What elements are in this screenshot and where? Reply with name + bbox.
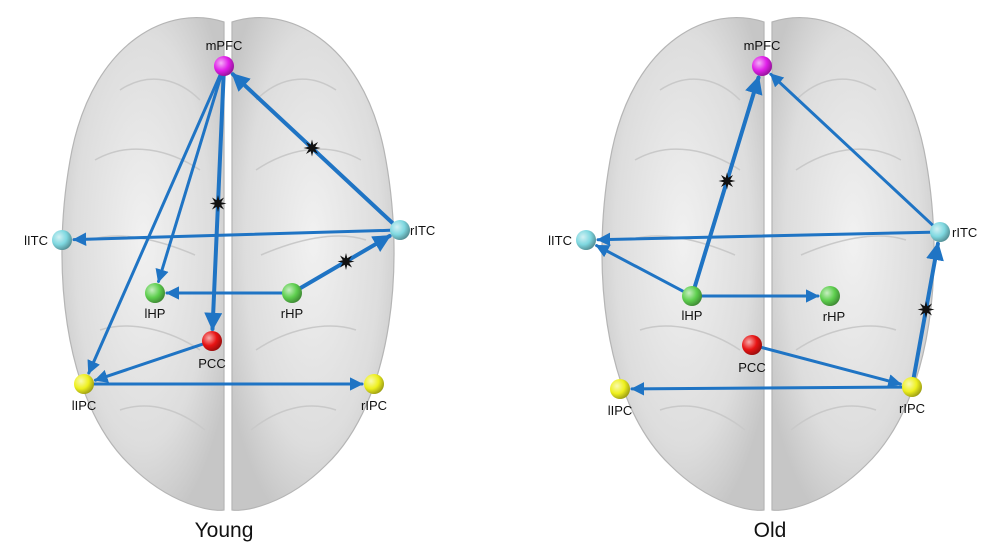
node-label-rHP: rHP xyxy=(281,306,303,321)
node-mPFC xyxy=(752,56,772,76)
node-lHP xyxy=(682,286,702,306)
node-label-lITC: lITC xyxy=(548,233,572,248)
node-label-lHP: lHP xyxy=(145,306,166,321)
edge-mPFC-to-lHP xyxy=(155,74,223,283)
significance-star-icon xyxy=(337,253,355,270)
region-nodes: mPFC lITC rITC lHP rHP PCC lIPC rIPC xyxy=(24,38,435,413)
node-rHP xyxy=(820,286,840,306)
panel-title: Young xyxy=(195,519,254,542)
node-lITC xyxy=(52,230,72,250)
node-label-rITC: rITC xyxy=(410,223,435,238)
edge-rITC-to-lITC xyxy=(596,230,932,247)
node-lIPC xyxy=(74,374,94,394)
node-rITC xyxy=(930,222,950,242)
significance-star-icon xyxy=(718,172,736,190)
node-lIPC xyxy=(610,379,630,399)
node-label-rHP: rHP xyxy=(823,309,845,324)
brain-outline xyxy=(601,17,935,511)
edge-PCC-to-lIPC xyxy=(93,342,204,383)
significance-markers xyxy=(209,139,355,270)
node-lHP xyxy=(145,283,165,303)
node-label-lITC: lITC xyxy=(24,233,48,248)
node-label-rITC: rITC xyxy=(952,225,977,240)
node-label-PCC: PCC xyxy=(198,356,225,371)
node-label-lIPC: lIPC xyxy=(608,403,633,418)
node-label-rIPC: rIPC xyxy=(899,401,925,416)
young-panel: mPFC lITC rITC lHP rHP PCC lIPC rIPC Young xyxy=(24,17,435,542)
node-label-mPFC: mPFC xyxy=(744,38,781,53)
edge-rITC-to-lITC xyxy=(72,228,392,246)
node-label-lHP: lHP xyxy=(682,308,703,323)
significance-markers xyxy=(718,172,935,318)
node-label-mPFC: mPFC xyxy=(206,38,243,53)
edge-rITC-to-mPFC xyxy=(769,72,935,227)
region-nodes: mPFC lITC rITC lHP rHP PCC lIPC rIPC xyxy=(548,38,977,418)
significance-star-icon xyxy=(303,139,321,157)
significance-star-icon xyxy=(917,301,935,318)
connection-edges xyxy=(595,72,944,396)
node-rIPC xyxy=(902,377,922,397)
node-rITC xyxy=(390,220,410,240)
node-lITC xyxy=(576,230,596,250)
node-label-PCC: PCC xyxy=(738,360,765,375)
node-label-rIPC: rIPC xyxy=(361,398,387,413)
edge-PCC-to-rIPC xyxy=(760,346,902,388)
node-rIPC xyxy=(364,374,384,394)
node-rHP xyxy=(282,283,302,303)
edge-mPFC-to-lIPC xyxy=(87,73,222,375)
node-PCC xyxy=(202,331,222,351)
edge-rIPC-to-lIPC xyxy=(630,382,904,396)
panel-title: Old xyxy=(754,519,787,542)
node-label-lIPC: lIPC xyxy=(72,398,97,413)
edge-lHP-to-lITC xyxy=(595,244,685,293)
node-PCC xyxy=(742,335,762,355)
old-panel: mPFC lITC rITC lHP rHP PCC lIPC rIPC Old xyxy=(548,17,977,542)
significance-star-icon xyxy=(209,195,227,212)
node-mPFC xyxy=(214,56,234,76)
